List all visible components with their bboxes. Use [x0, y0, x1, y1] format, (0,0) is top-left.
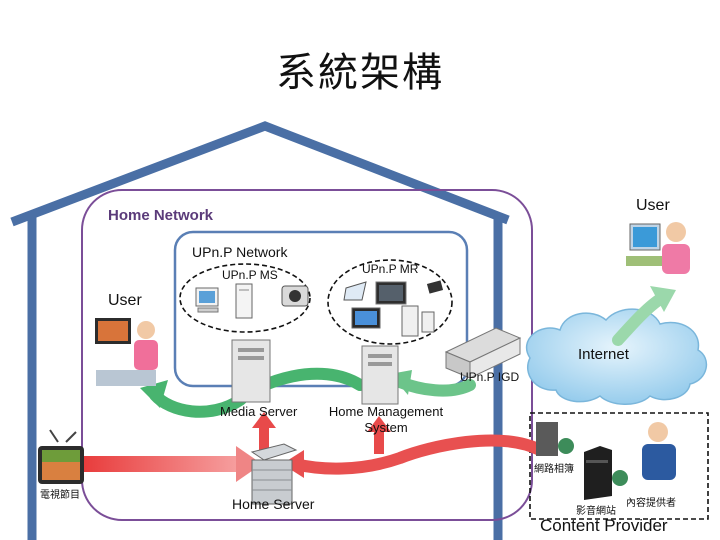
- internet-label: Internet: [578, 346, 629, 363]
- tv-program-label: 電視節目: [40, 490, 80, 501]
- red-arrowhead-tv: [236, 446, 262, 482]
- home-network-label: Home Network: [108, 207, 214, 224]
- content-provider-box: [529, 412, 709, 520]
- network-phone-label: 網路相簿: [534, 464, 574, 475]
- upnp-igd-label: UPn.P IGD: [460, 370, 520, 384]
- page-title: 系統架構: [276, 50, 444, 96]
- internet-cloud: [525, 308, 708, 405]
- house-outline: [10, 121, 510, 540]
- upnp-ms-devices: [195, 283, 309, 319]
- upnp-network-label: UPn.P Network: [192, 244, 288, 260]
- red-arrow-provider: [289, 434, 546, 475]
- red-arrowhead-provider: [282, 450, 304, 478]
- upnp-ms-label: UPn.P MS: [222, 268, 278, 282]
- user-right-icon: [626, 222, 690, 274]
- upnp-igd-router-icon: [444, 327, 522, 379]
- upnp-mr-label: UPn.P MR: [362, 262, 419, 276]
- red-arrowhead-up-left: [252, 412, 276, 428]
- provider-items: [536, 422, 676, 500]
- upnp-network-box: [173, 230, 469, 388]
- red-arrow-tv-bar: [80, 456, 240, 472]
- red-arrowhead-up-right: [367, 416, 391, 432]
- content-supplier-label: 內容提供者: [626, 498, 676, 509]
- home-management-server-icon: [361, 345, 399, 405]
- user-right-label: User: [636, 197, 670, 214]
- video-website-label: 影音網站: [576, 506, 616, 517]
- home-server-rack-icon: [250, 443, 298, 505]
- red-arrow-up-left-bar: [259, 428, 269, 454]
- red-arrow-up-right-bar: [374, 432, 384, 454]
- media-server-icon: [231, 339, 271, 403]
- content-provider-label: Content Provider: [540, 516, 668, 535]
- green-arrowhead-right: [650, 286, 676, 312]
- media-server-label: Media Server: [220, 404, 298, 419]
- user-left-label: User: [108, 292, 142, 309]
- tv-icon: [38, 429, 84, 484]
- upnp-mr-ellipse: [327, 259, 453, 345]
- green-arrowhead-left: [140, 380, 168, 408]
- user-left-icon: [95, 318, 158, 386]
- upnp-mr-devices: [343, 280, 444, 337]
- home-management-system-label: Home Management System: [328, 404, 444, 435]
- home-server-label: Home Server: [232, 496, 315, 512]
- upnp-ms-ellipse: [179, 263, 311, 333]
